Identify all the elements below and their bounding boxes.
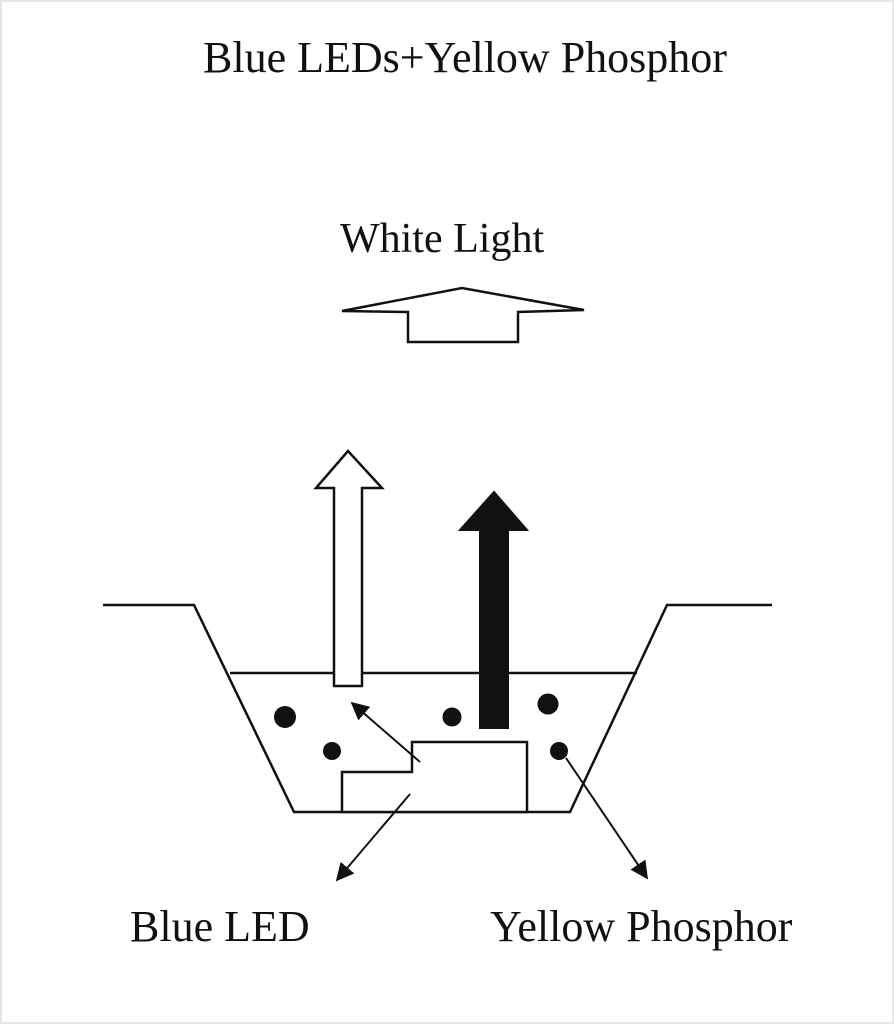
yellow-phosphor-pointer — [565, 757, 649, 880]
blue-led-chip — [340, 740, 529, 814]
white-light-arrow — [341, 286, 585, 344]
blue-led-label: Blue LED — [130, 902, 310, 951]
chip-emission-arrow — [350, 701, 421, 763]
blue-light-arrow — [313, 449, 385, 688]
phosphor-particle — [274, 706, 296, 728]
white-light-label: White Light — [340, 216, 545, 262]
phosphor-particle — [537, 693, 559, 715]
yellow-light-arrow — [457, 490, 530, 729]
phosphor-particle — [442, 707, 462, 727]
phosphor-particle — [550, 742, 568, 760]
blue-led-pointer — [335, 793, 411, 882]
phosphor-particle — [323, 742, 341, 760]
diagram-title: Blue LEDs+Yellow Phosphor — [203, 33, 727, 82]
yellow-phosphor-label: Yellow Phosphor — [490, 902, 793, 951]
